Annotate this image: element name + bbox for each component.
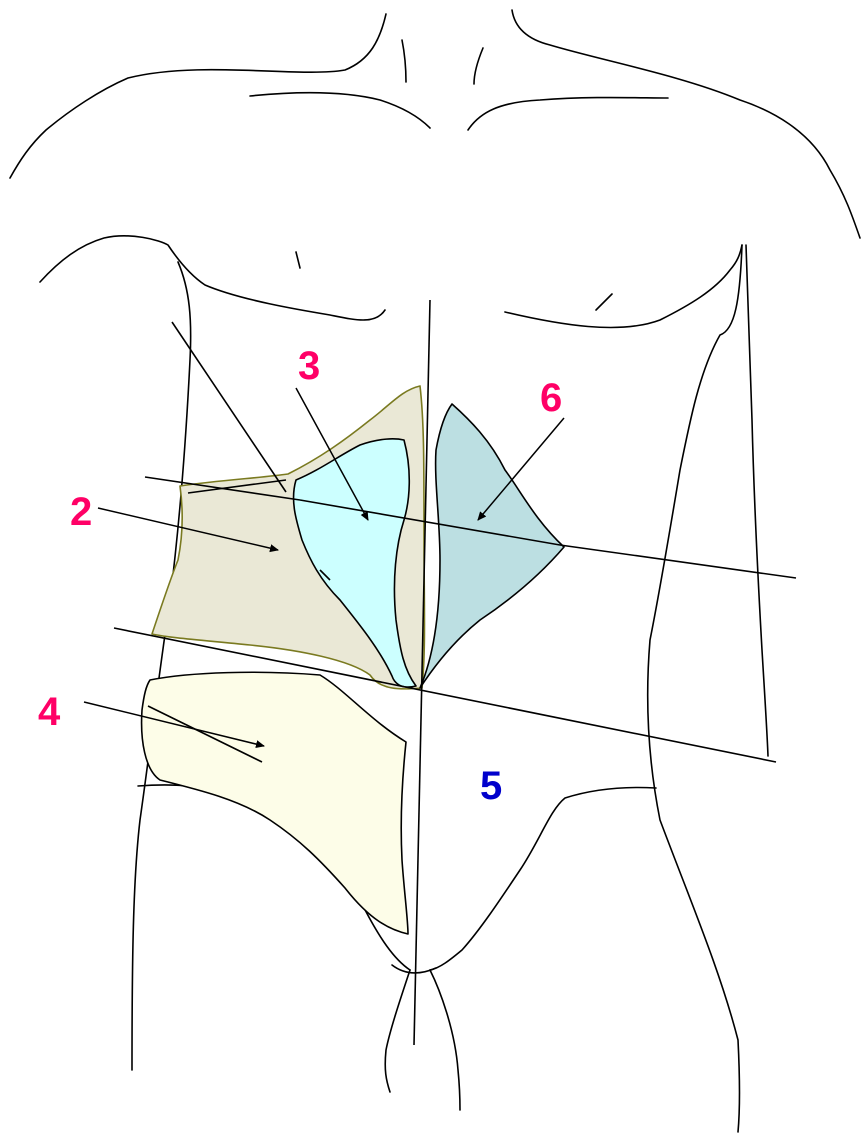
right-clavicle	[468, 98, 668, 131]
label-5: 5	[480, 766, 502, 806]
pubic-curve	[392, 965, 436, 973]
right-pectoral	[505, 245, 742, 328]
oblique-line	[172, 322, 286, 492]
sternum-tick-left	[296, 252, 300, 268]
crotch-line-right	[430, 970, 460, 1110]
body-outline	[10, 10, 860, 1132]
right-flank-inner	[746, 245, 768, 756]
right-groin	[430, 787, 656, 970]
label-6: 6	[540, 378, 562, 418]
right-flank	[648, 245, 742, 1132]
subcostal-line-right	[560, 545, 796, 578]
label-2: 2	[70, 492, 92, 532]
neck-right-line	[512, 10, 860, 238]
region-6-area	[420, 404, 564, 688]
label-4: 4	[38, 692, 60, 732]
neck-left-inner	[402, 40, 406, 82]
neck-left-line	[10, 14, 386, 178]
label-3: 3	[298, 346, 320, 386]
neck-right-inner	[474, 48, 483, 84]
crotch-line	[385, 970, 410, 1092]
region-4-area	[142, 672, 408, 934]
left-flank	[132, 262, 191, 1070]
sternum-tick-right	[596, 294, 612, 310]
regions	[142, 386, 564, 934]
left-clavicle	[250, 93, 430, 128]
left-pectoral	[40, 236, 385, 320]
